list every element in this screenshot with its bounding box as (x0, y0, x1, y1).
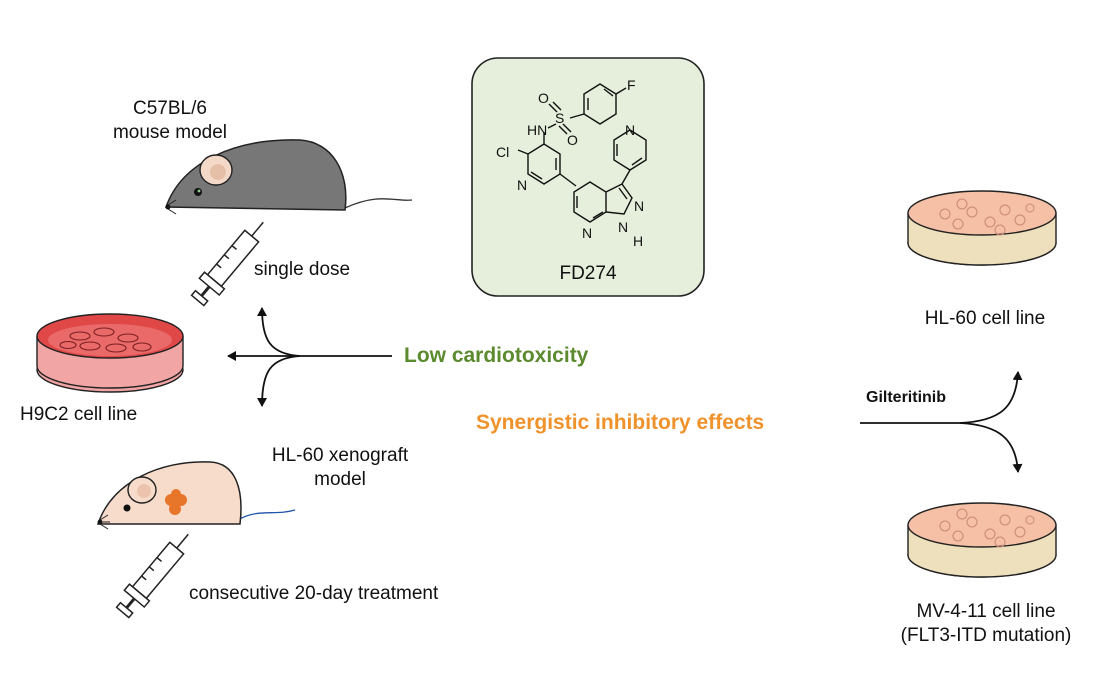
xenograft-line1: HL-60 xenograft (271, 445, 409, 466)
pyridine-ring (613, 129, 647, 171)
pyrazole-n1: N (634, 198, 644, 214)
hl60-label: HL-60 cell line (924, 308, 1046, 329)
sulfonyl-oxygen-bottom: O (567, 132, 578, 148)
pyridine-n: N (625, 122, 635, 138)
mv411-line1: MV-4-11 cell line (916, 601, 1056, 622)
mv411-line2: (FLT3-ITD mutation) (900, 625, 1072, 646)
compound-name: FD274 (559, 263, 617, 284)
mouse-model-label: C57BL/6 mouse model (95, 97, 245, 145)
chlorine-atom: Cl (496, 144, 509, 160)
gilteritinib-label: Gilteritinib (866, 389, 946, 406)
xenograft-mouse-illustration (96, 461, 296, 530)
cardiotoxicity-arrows (227, 307, 392, 407)
mv411-label: MV-4-11 cell line (FLT3-ITD mutation) (880, 600, 1092, 648)
arrow-to-hl60 (959, 371, 1023, 424)
gray-mouse-illustration (164, 139, 413, 215)
sulfur-atom: S (555, 110, 564, 126)
synergy-label: Synergistic inhibitory effects (476, 411, 765, 434)
syringe-single-dose-icon (190, 221, 264, 307)
hl60-dish-illustration (907, 190, 1057, 266)
arrow-to-mouse-model (257, 307, 301, 357)
sulfonyl-oxygen-top: O (538, 90, 549, 106)
tumor-icon (165, 489, 187, 515)
pyrazole-h: H (633, 233, 643, 249)
xenograft-line2: model (314, 469, 366, 490)
mouse-model-line1: C57BL/6 (133, 98, 207, 119)
compound-panel: F S O O HN Cl N N N N H N (471, 57, 705, 297)
pyrazole-n2: N (618, 219, 628, 235)
low-cardiotoxicity-label: Low cardiotoxicity (404, 344, 589, 367)
mouse-model-line2: mouse model (112, 122, 228, 143)
mv411-dish-illustration (907, 502, 1057, 578)
syringe-treatment-icon (115, 533, 189, 619)
amide-nh: HN (527, 122, 547, 138)
arrow-to-mv411 (959, 422, 1023, 473)
xenograft-label: HL-60 xenograft model (245, 444, 435, 492)
synergy-arrows (860, 371, 1023, 473)
treatment-label: consecutive 20-day treatment (189, 583, 439, 604)
fd274-structure (517, 83, 647, 223)
arrow-to-xenograft (257, 355, 301, 407)
h9c2-dish-illustration (36, 313, 184, 393)
h9c2-label: H9C2 cell line (20, 404, 138, 425)
fluorine-atom: F (627, 77, 636, 93)
chloropyridine-n: N (517, 177, 527, 193)
azaindazole-n: N (582, 225, 592, 241)
single-dose-label: single dose (254, 259, 351, 280)
